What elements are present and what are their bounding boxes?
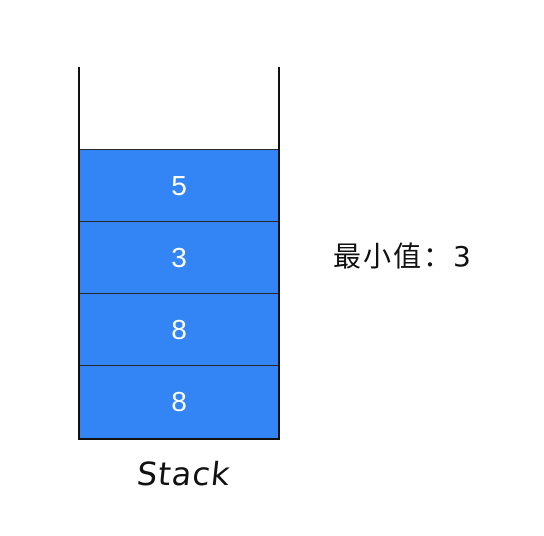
stack-container: 5 3 8 8 xyxy=(78,67,280,440)
stack-item-value: 3 xyxy=(171,241,187,273)
stack-item: 5 xyxy=(80,149,278,221)
stack-item-value: 8 xyxy=(171,313,187,345)
stack-item: 3 xyxy=(80,221,278,293)
min-value-label: 最小值：3 xyxy=(333,240,473,273)
stack-item: 8 xyxy=(80,293,278,365)
stack-label: Stack xyxy=(135,455,233,493)
stack-item-value: 8 xyxy=(171,386,187,417)
stack-items: 5 3 8 8 xyxy=(80,149,278,438)
stack-item: 8 xyxy=(80,365,278,438)
stack-item-value: 5 xyxy=(171,169,187,201)
